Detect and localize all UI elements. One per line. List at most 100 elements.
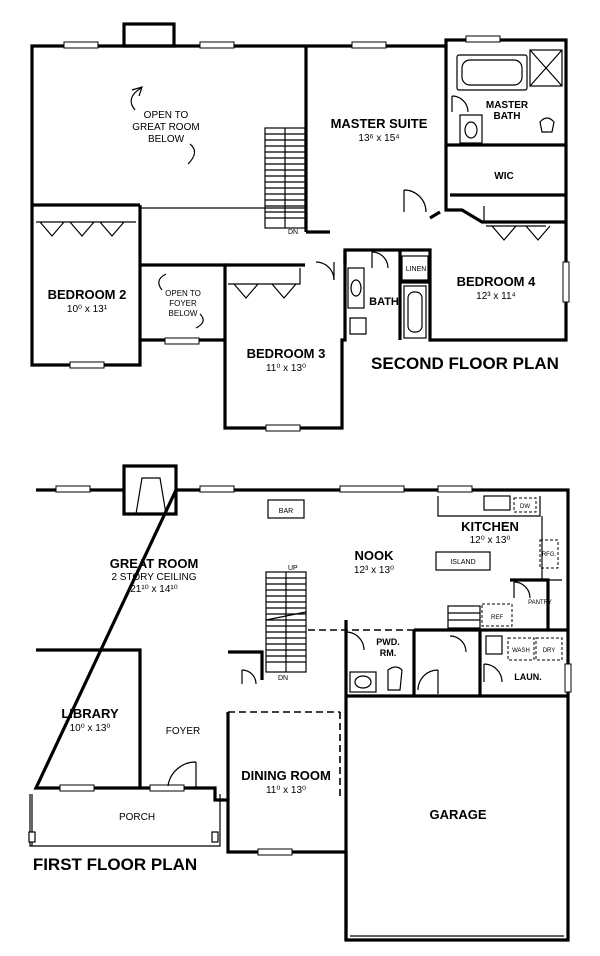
window <box>199 485 235 493</box>
svg-text:FOYER: FOYER <box>169 299 197 308</box>
open-to-great-room-label: OPEN TO GREAT ROOM BELOW <box>132 110 199 145</box>
window <box>149 784 185 792</box>
bedroom-2-label: BEDROOM 2 <box>48 287 127 302</box>
window <box>437 485 473 493</box>
master-suite-size: 13⁶ x 15⁴ <box>358 133 399 144</box>
second-floor-plan-title: SECOND FLOOR PLAN <box>371 354 559 373</box>
dishwasher <box>513 497 537 513</box>
toilet <box>387 666 403 691</box>
toilet <box>539 117 555 133</box>
window <box>164 337 200 345</box>
shower-drain <box>529 49 563 87</box>
kitchen-size: 12⁰ x 13⁰ <box>470 535 511 546</box>
great-room-size: 21¹⁰ x 14¹⁰ <box>130 584 177 595</box>
window <box>265 424 301 432</box>
pantry-shelves <box>447 605 481 629</box>
kitchen-sink <box>483 495 511 511</box>
bedroom-2-size: 10⁰ x 13¹ <box>67 304 108 315</box>
pantry-label: PANTRY <box>528 600 552 606</box>
master-suite-label: MASTER SUITE <box>331 116 428 131</box>
pwd-rm-label-line2: RM. <box>380 648 397 658</box>
laundry-label: LAUN. <box>514 672 542 682</box>
wic-label: WIC <box>494 171 513 182</box>
door-swing <box>315 261 335 281</box>
great-room-label: GREAT ROOM <box>110 556 199 571</box>
bath-label: BATH <box>369 296 399 308</box>
kitchen-label: KITCHEN <box>461 519 519 534</box>
nook-size: 12³ x 13⁰ <box>354 565 394 576</box>
window <box>564 663 572 693</box>
bedroom-3-size: 11⁰ x 13⁰ <box>266 363 306 374</box>
fireplace <box>122 464 178 516</box>
side-refrigerator <box>539 539 559 569</box>
porch-post <box>211 831 219 843</box>
laundry-sink <box>485 635 503 655</box>
door-swing <box>403 189 427 213</box>
wash-label: WASH <box>512 648 530 654</box>
interior-wall <box>306 230 347 265</box>
staircase-lower <box>265 571 307 673</box>
window <box>351 41 387 49</box>
porch-label: PORCH <box>119 812 155 823</box>
bar-label: BAR <box>279 508 293 515</box>
dw-label: DW <box>520 504 530 510</box>
open-arrow <box>187 143 196 165</box>
interior-wall <box>36 648 142 788</box>
staircase-upper <box>264 127 306 229</box>
porch-post <box>28 831 36 843</box>
open-arrow <box>195 313 204 329</box>
first-floor-plan: UP DN BAR DW ISLAND RFG. REF PANTRY WASH… <box>28 464 572 942</box>
bar-counter <box>267 499 305 519</box>
first-floor-plan-title: FIRST FLOOR PLAN <box>33 855 197 874</box>
window <box>199 41 235 49</box>
open-to-foyer-label: OPEN TO FOYER BELOW <box>165 289 201 318</box>
island <box>435 551 491 571</box>
closet-doors <box>483 206 551 241</box>
sink <box>354 675 372 689</box>
master-bath-label-line1: MASTER <box>486 100 529 111</box>
bedroom-3-label: BEDROOM 3 <box>247 346 326 361</box>
door-swing <box>417 669 439 694</box>
door-swing <box>371 251 389 269</box>
refrigerator <box>481 603 513 627</box>
washer <box>507 637 535 661</box>
stair-dn-label: DN <box>288 229 298 236</box>
open-arrow <box>158 273 167 291</box>
ref-label: REF <box>491 615 503 621</box>
window <box>562 261 570 303</box>
dry-label: DRY <box>543 648 556 654</box>
stair-up-label: UP <box>288 565 298 572</box>
dining-room-label: DINING ROOM <box>241 768 331 783</box>
pwd-rm-label-line1: PWD. <box>376 637 400 647</box>
window <box>69 361 105 369</box>
door-swing <box>513 581 531 599</box>
linen-label: LINEN <box>406 266 427 273</box>
sink <box>350 279 362 297</box>
window <box>55 485 91 493</box>
foyer-label: FOYER <box>166 726 200 737</box>
svg-text:GREAT ROOM: GREAT ROOM <box>132 122 199 133</box>
second-floor-exterior-walls <box>30 38 568 430</box>
library-size: 10⁰ x 13⁰ <box>70 723 111 734</box>
bedroom-4-size: 12³ x 11⁴ <box>476 291 516 302</box>
pantry-shelf-lines <box>448 612 480 621</box>
door-swing <box>449 635 467 653</box>
closet-doors <box>228 268 301 299</box>
toilet <box>349 317 367 335</box>
interior-wall <box>228 650 264 680</box>
svg-text:BELOW: BELOW <box>169 309 198 318</box>
svg-text:OPEN TO: OPEN TO <box>165 289 201 298</box>
bedroom-4-label: BEDROOM 4 <box>457 274 537 289</box>
dryer <box>535 637 563 661</box>
stair-dn-lower-label: DN <box>278 675 288 682</box>
tub-basin <box>461 59 523 86</box>
kitchen-counter <box>541 516 562 581</box>
library-label: LIBRARY <box>61 706 119 721</box>
nook-label: NOOK <box>355 548 395 563</box>
sink <box>464 121 478 139</box>
window <box>257 848 293 856</box>
entry-door-swing <box>167 761 197 788</box>
window <box>59 784 95 792</box>
great-room-note: 2 STORY CEILING <box>111 572 196 583</box>
svg-text:BELOW: BELOW <box>148 134 185 145</box>
